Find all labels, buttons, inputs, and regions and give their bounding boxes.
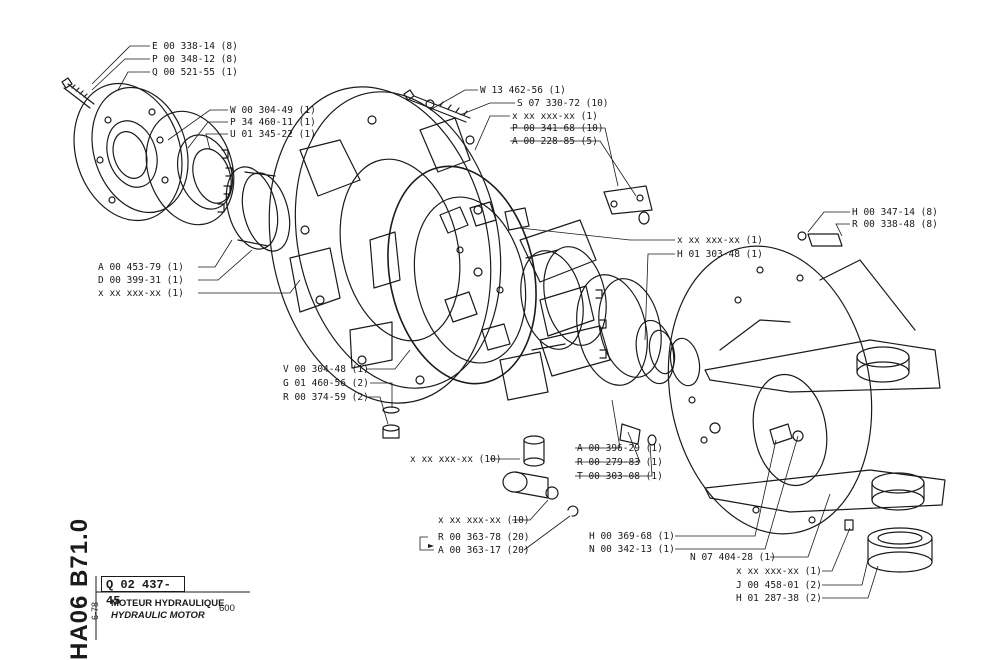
part-label: R 00 363-78 (20) <box>438 532 530 543</box>
bolt-right <box>797 231 843 247</box>
part-label: S 07 330-72 (10) <box>517 98 609 109</box>
mounting-bracket <box>667 245 946 535</box>
bearing-ring-left <box>177 134 233 213</box>
lock-plate <box>603 185 653 225</box>
bearing-plate <box>769 423 804 445</box>
part-label: P 00 348-12 (8) <box>152 54 238 65</box>
part-label: x xx xxx-xx (1) <box>98 288 184 299</box>
part-label: R 00 374-59 (2) <box>283 392 369 403</box>
part-label: H 00 347-14 (8) <box>852 207 938 218</box>
title-english: HYDRAULIC MOTOR <box>111 610 205 621</box>
part-label: x xx xxx-xx (10) <box>410 454 502 465</box>
part-label: W 13 462-56 (1) <box>480 85 566 96</box>
gasket <box>387 165 537 385</box>
part-label: P 00 341-68 (10) <box>512 123 604 134</box>
check-valve <box>502 471 579 517</box>
part-label: A 00 453-79 (1) <box>98 262 184 273</box>
grease-nipple <box>844 519 854 531</box>
part-label: W 00 304-49 (1) <box>230 105 316 116</box>
part-label: x xx xxx-xx (1) <box>736 566 822 577</box>
part-label: x xx xxx-xx (10) <box>438 515 530 526</box>
part-label: A 00 396-29 (1) <box>577 443 663 454</box>
part-label: V 00 304-48 (1) <box>283 364 369 375</box>
part-label: x xx xxx-xx (1) <box>677 235 763 246</box>
small-cylinder <box>523 435 545 467</box>
part-label: N 00 342-13 (1) <box>589 544 675 555</box>
part-label: E 00 338-14 (8) <box>152 41 238 52</box>
part-label: H 00 369-68 (1) <box>589 531 675 542</box>
bolt-top <box>403 89 471 123</box>
part-label: U 01 345-22 (1) <box>230 129 316 140</box>
reference-number: Q 02 437-45 <box>101 576 185 608</box>
part-label: Q 00 521-55 (1) <box>152 67 238 78</box>
drawing-date: 6-78 <box>90 601 100 620</box>
output-shaft <box>520 246 662 386</box>
end-cap-left <box>73 82 189 222</box>
title-french: MOTEUR HYDRAULIQUE <box>111 598 225 609</box>
drawing-code: HA06 B71.0 <box>66 517 93 660</box>
part-label: J 00 458-01 (2) <box>736 580 822 591</box>
cone-bearing <box>225 166 291 252</box>
bushing-lower <box>871 472 925 511</box>
part-label: R 00 279-83 (1) <box>577 457 663 468</box>
bushing-loose <box>867 527 933 573</box>
part-label: P 34 460-11 (1) <box>230 117 316 128</box>
part-label: H 01 303-48 (1) <box>677 249 763 260</box>
o-ring-left <box>145 110 235 226</box>
seal-ring-right <box>635 319 701 387</box>
bushing-upper <box>856 346 910 383</box>
bolt-left <box>61 77 95 109</box>
arrow-marker <box>428 544 434 548</box>
fitting <box>619 423 657 446</box>
revision-number: 600 <box>219 603 235 614</box>
part-label: A 00 363-17 (20) <box>438 545 530 556</box>
part-label: D 00 399-31 (1) <box>98 275 184 286</box>
part-label: x xx xxx-xx (1) <box>512 111 598 122</box>
part-label: R 00 338-48 (8) <box>852 219 938 230</box>
rotor-cam <box>413 196 611 401</box>
part-label: H 01 287-38 (2) <box>736 593 822 604</box>
part-label: T 00 303-08 (1) <box>577 471 663 482</box>
part-label: A 00 228-85 (5) <box>512 136 598 147</box>
part-label: N 07 404-28 (1) <box>690 552 776 563</box>
part-label: G 01 460-56 (2) <box>283 378 369 389</box>
plug-left <box>382 406 400 439</box>
